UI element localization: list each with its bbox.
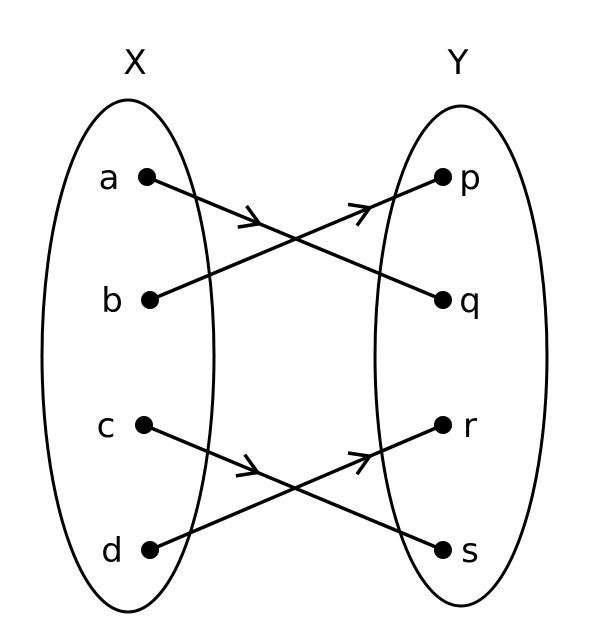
element-dot-b xyxy=(141,291,159,309)
arrowhead-icon xyxy=(235,453,261,478)
set-y-ellipse xyxy=(373,104,549,608)
element-dot-s xyxy=(434,541,452,559)
element-label-q: q xyxy=(459,281,481,321)
element-dot-d xyxy=(141,541,159,559)
set-y-label: Y xyxy=(447,43,469,83)
mapping-arrow-b-p xyxy=(149,175,444,302)
set-x-label: X xyxy=(123,43,146,83)
element-label-b: b xyxy=(101,281,123,321)
element-label-r: r xyxy=(463,406,477,446)
element-dot-a xyxy=(138,168,156,186)
set-x-ellipse xyxy=(40,98,216,614)
arrowhead-icon xyxy=(347,451,373,476)
arrowhead-icon xyxy=(347,202,373,227)
element-label-s: s xyxy=(461,531,479,571)
element-label-p: p xyxy=(459,158,481,198)
element-label-c: c xyxy=(97,406,116,446)
mapping-arrow-d-r xyxy=(149,423,444,552)
element-dot-c xyxy=(135,416,153,434)
element-dot-r xyxy=(434,416,452,434)
element-dot-p xyxy=(434,168,452,186)
element-label-a: a xyxy=(99,158,120,198)
arrowhead-icon xyxy=(237,204,263,229)
element-label-d: d xyxy=(101,531,123,571)
element-dot-q xyxy=(434,291,452,309)
